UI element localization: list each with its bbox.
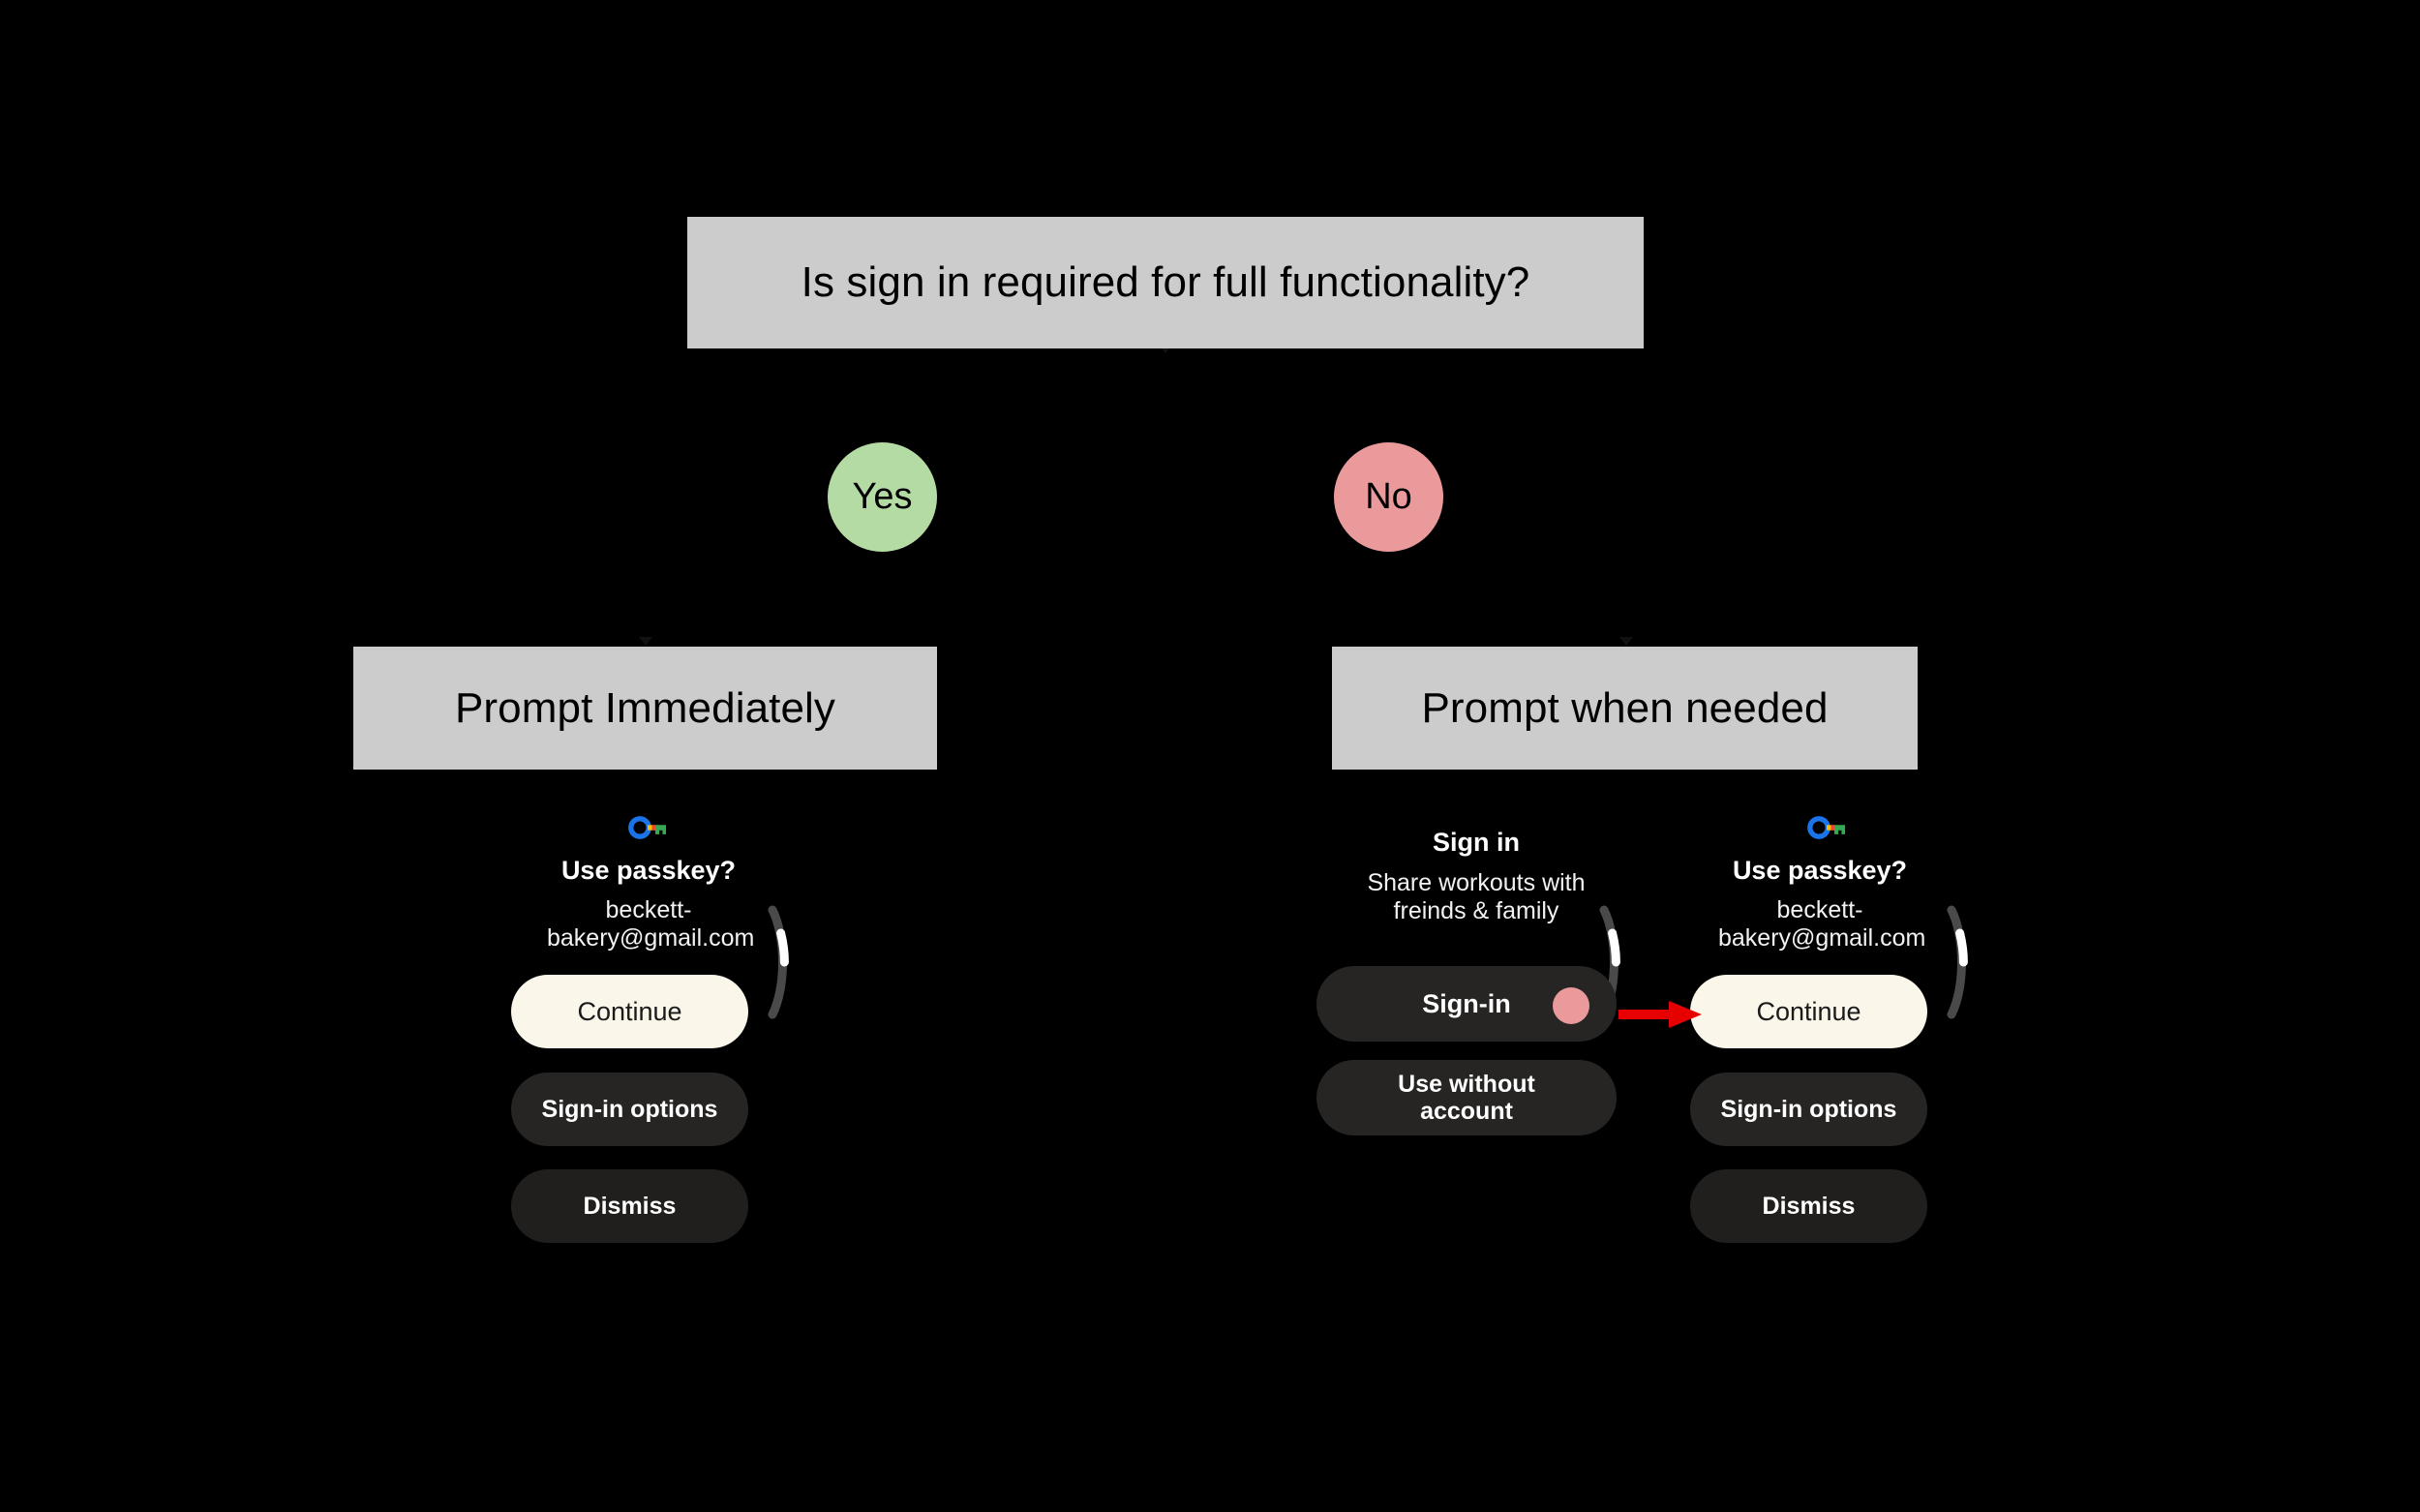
connector-arrowhead-prompt-immediately bbox=[639, 637, 652, 646]
branch-yes: Yes bbox=[828, 442, 937, 552]
avatar bbox=[1553, 987, 1589, 1024]
button-dismiss-label: Dismiss bbox=[1762, 1193, 1856, 1220]
connector-arrowhead-prompt-when-needed bbox=[1619, 637, 1633, 646]
screen-subtitle-text: beckett-bakery@gmail.com bbox=[1718, 896, 1926, 952]
button-sign-in-options[interactable]: Sign-in options bbox=[511, 1073, 748, 1146]
screen-subtitle-share-workouts: Share workouts with freinds & family bbox=[1297, 869, 1655, 925]
watch-screen-middle-signin: Sign in Share workouts with freinds & fa… bbox=[1297, 803, 1655, 1307]
screen-title-text: Sign in bbox=[1433, 828, 1520, 857]
watch-screen-left-passkey: Use passkey? beckett-bakery@gmail.com Co… bbox=[455, 803, 842, 1307]
button-continue[interactable]: Continue bbox=[1690, 975, 1927, 1048]
screen-title-use-passkey: Use passkey? bbox=[1626, 856, 2013, 885]
button-sign-in[interactable]: Sign-in bbox=[1316, 966, 1617, 1042]
button-continue-label: Continue bbox=[1756, 996, 1861, 1026]
button-dismiss-label: Dismiss bbox=[583, 1193, 677, 1220]
button-sign-in-options[interactable]: Sign-in options bbox=[1690, 1073, 1927, 1146]
screen-title-sign-in: Sign in bbox=[1297, 828, 1655, 857]
outcome-prompt-immediately-label: Prompt Immediately bbox=[454, 683, 836, 732]
screen-title-text: Use passkey? bbox=[560, 856, 737, 885]
google-passkey-icon bbox=[1807, 816, 1848, 839]
google-passkey-icon bbox=[628, 816, 669, 839]
connector-arrowhead-question bbox=[1159, 345, 1172, 353]
screen-title-text: Use passkey? bbox=[1732, 856, 1908, 885]
screen-subtitle-text: Share workouts with freinds & family bbox=[1367, 869, 1586, 924]
branch-yes-label: Yes bbox=[852, 476, 913, 517]
button-sign-in-options-label: Sign-in options bbox=[541, 1096, 718, 1123]
button-sign-in-options-label: Sign-in options bbox=[1720, 1096, 1897, 1123]
button-use-without-account-label: Use without account bbox=[1398, 1071, 1535, 1125]
button-use-without-account[interactable]: Use without account bbox=[1316, 1060, 1617, 1135]
button-continue-label: Continue bbox=[577, 996, 682, 1026]
decision-node-question: Is sign in required for full functionali… bbox=[687, 217, 1644, 348]
callout-arrow-icon bbox=[1618, 997, 1702, 1032]
outcome-prompt-when-needed-label: Prompt when needed bbox=[1421, 683, 1829, 732]
button-dismiss[interactable]: Dismiss bbox=[1690, 1169, 1927, 1243]
outcome-prompt-immediately: Prompt Immediately bbox=[353, 647, 937, 770]
screen-subtitle-account-email: beckett-bakery@gmail.com bbox=[1626, 896, 2013, 953]
screen-subtitle-account-email: beckett-bakery@gmail.com bbox=[455, 896, 842, 953]
scrollbar-arc[interactable] bbox=[763, 904, 802, 1020]
screen-title-use-passkey: Use passkey? bbox=[455, 856, 842, 885]
button-sign-in-label: Sign-in bbox=[1422, 988, 1511, 1018]
outcome-prompt-when-needed: Prompt when needed bbox=[1332, 647, 1918, 770]
watch-screen-right-passkey: Use passkey? beckett-bakery@gmail.com Co… bbox=[1626, 803, 2013, 1307]
branch-no: No bbox=[1334, 442, 1443, 552]
screen-subtitle-text: beckett-bakery@gmail.com bbox=[547, 896, 755, 952]
button-dismiss[interactable]: Dismiss bbox=[511, 1169, 748, 1243]
button-continue[interactable]: Continue bbox=[511, 975, 748, 1048]
branch-no-label: No bbox=[1365, 476, 1412, 517]
decision-node-label: Is sign in required for full functionali… bbox=[801, 258, 1530, 306]
scrollbar-arc[interactable] bbox=[1942, 904, 1981, 1020]
